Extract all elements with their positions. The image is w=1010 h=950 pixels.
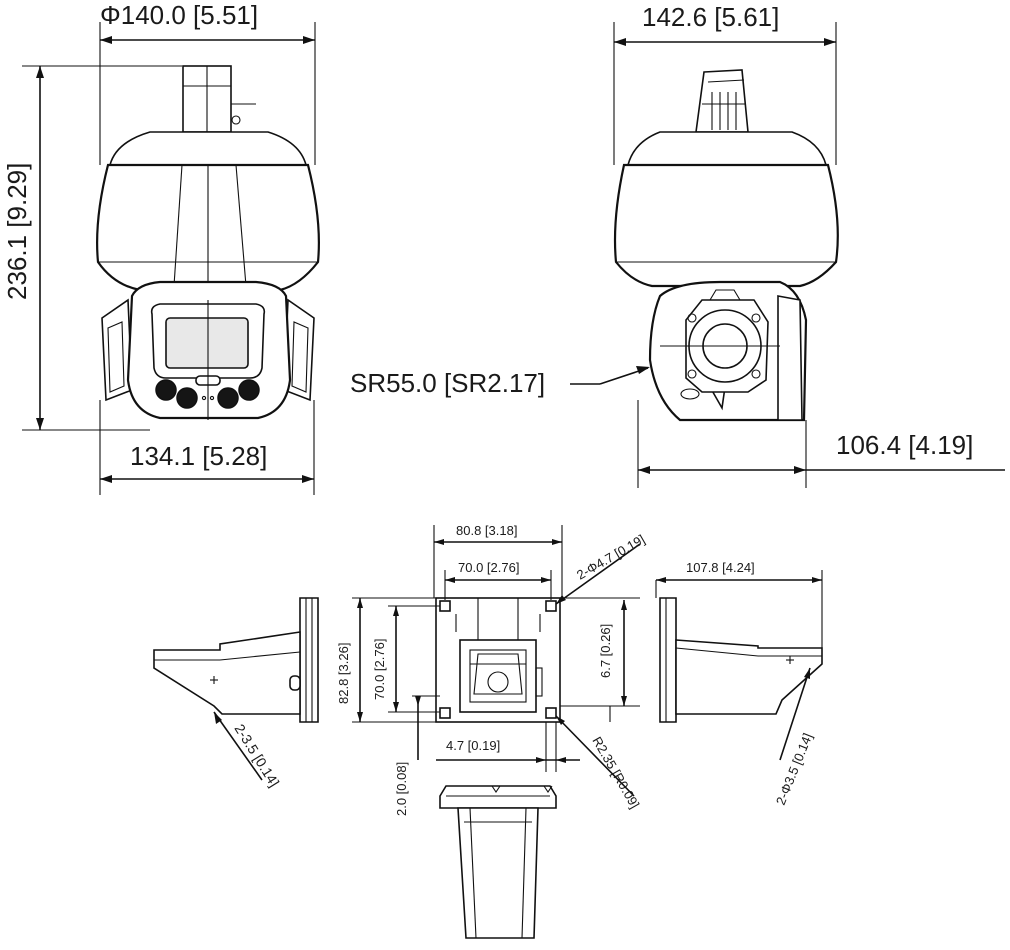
- front-dimension-lines: [22, 22, 316, 495]
- corner-offset-label: 6.7 [0.26]: [598, 624, 613, 678]
- plate-dimension-lines: [352, 525, 641, 797]
- side-view: [613, 69, 839, 422]
- bracket-right-view: [655, 570, 823, 761]
- bracket-plate-view: [435, 597, 561, 723]
- slot-width-label: 4.7 [0.19]: [446, 738, 500, 753]
- bracket-left-view: [153, 597, 319, 781]
- sphere-radius-label: SR55.0 [SR2.17]: [350, 368, 545, 398]
- plate-width-label: 80.8 [3.18]: [456, 523, 517, 538]
- right-holes-label: 2-Φ3.5 [0.14]: [773, 731, 815, 807]
- plate-height-label: 82.8 [3.26]: [336, 643, 351, 704]
- bracket-bottom-view: [439, 785, 557, 939]
- front-diameter-label: Φ140.0 [5.51]: [100, 0, 258, 30]
- front-width-label: 134.1 [5.28]: [130, 441, 267, 471]
- hole-diameter-label: 2-Φ4.7 [0.19]: [574, 532, 647, 583]
- front-view: [96, 65, 320, 420]
- corner-radius-label: R2.35 [R0.09]: [589, 734, 642, 811]
- side-width-label: 142.6 [5.61]: [642, 2, 779, 32]
- front-height-label: 236.1 [9.29]: [2, 163, 32, 300]
- bracket-length-label: 107.8 [4.24]: [686, 560, 755, 575]
- plate-thickness-label: 2.0 [0.08]: [394, 762, 409, 816]
- hole-spacing-h-label: 70.0 [2.76]: [458, 560, 519, 575]
- hole-spacing-v-label: 70.0 [2.76]: [372, 639, 387, 700]
- side-depth-label: 106.4 [4.19]: [836, 430, 973, 460]
- left-holes-label: 2-3.5 [0.14]: [231, 721, 282, 790]
- side-dimension-lines: [570, 22, 1005, 488]
